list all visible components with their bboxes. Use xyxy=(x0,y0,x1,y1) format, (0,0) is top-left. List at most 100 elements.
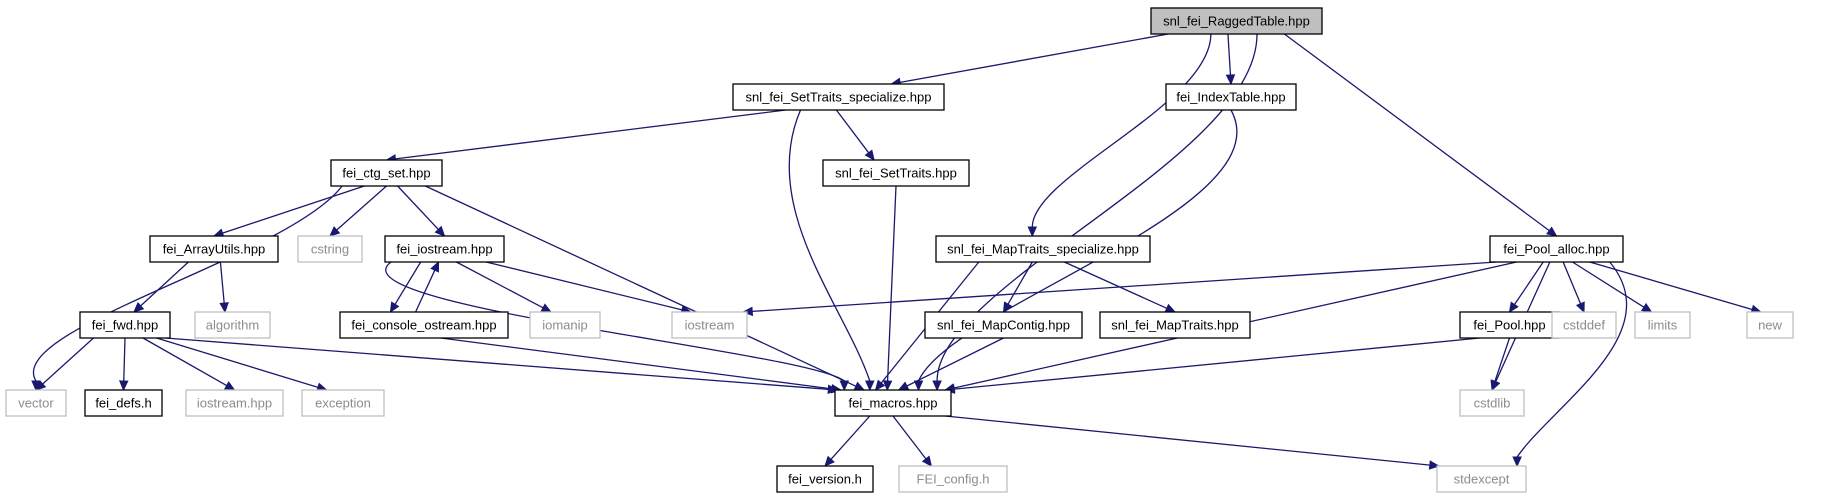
node-label: fei_macros.hpp xyxy=(849,395,938,410)
node-label: fei_console_ostream.hpp xyxy=(351,317,496,332)
node-settraits[interactable]: snl_fei_SetTraits.hpp xyxy=(822,159,970,187)
arrowhead xyxy=(540,303,553,313)
node-fei_iostream[interactable]: fei_iostream.hpp xyxy=(384,235,505,263)
arrowhead xyxy=(853,381,866,391)
node-label: fei_ctg_set.hpp xyxy=(342,165,430,180)
edge-line xyxy=(222,185,365,234)
edge-line xyxy=(397,185,439,230)
edge-fei_fwd-to-fei_defs xyxy=(119,337,129,392)
node-label: iomanip xyxy=(542,317,588,332)
node-box xyxy=(185,389,284,417)
node-label: cstring xyxy=(311,241,349,256)
edge-line xyxy=(1589,261,1753,311)
arrowhead xyxy=(1512,456,1522,468)
node-box xyxy=(898,465,1008,493)
node-iomanip: iomanip xyxy=(529,311,601,339)
node-iostream: iostream xyxy=(671,311,748,339)
edge-ctg_set-to-vector xyxy=(31,185,343,392)
node-fei_macros[interactable]: fei_macros.hpp xyxy=(834,389,952,417)
arrowhead xyxy=(1508,301,1519,314)
node-arrayutils[interactable]: fei_ArrayUtils.hpp xyxy=(149,235,279,263)
edge-settraits-to-fei_macros xyxy=(882,185,897,392)
node-box xyxy=(84,389,163,417)
node-exception: exception xyxy=(301,389,385,417)
node-vector: vector xyxy=(5,389,67,417)
edge-line xyxy=(835,109,870,154)
node-label: cstddef xyxy=(1563,317,1605,332)
node-new: new xyxy=(1746,311,1794,339)
node-box xyxy=(529,311,601,339)
node-label: iostream.hpp xyxy=(197,395,272,410)
node-fei_defs[interactable]: fei_defs.h xyxy=(84,389,163,417)
arrowhead xyxy=(1027,226,1038,238)
node-algorithm: algorithm xyxy=(194,311,271,339)
node-label: limits xyxy=(1648,317,1678,332)
edge-ragged-to-indextable xyxy=(1225,33,1236,86)
node-box xyxy=(924,311,1083,339)
edge-fei_iostream-to-iomanip xyxy=(456,261,553,313)
node-fei_fwd[interactable]: fei_fwd.hpp xyxy=(79,311,171,339)
node-cstring: cstring xyxy=(297,235,363,263)
node-maptraits_spec[interactable]: snl_fei_MapTraits_specialize.hpp xyxy=(935,235,1151,263)
node-label: vector xyxy=(18,395,54,410)
node-label: snl_fei_MapTraits.hpp xyxy=(1111,317,1238,332)
edge-line xyxy=(395,109,786,160)
arrowhead xyxy=(1428,460,1441,470)
node-box xyxy=(297,235,363,263)
arrowhead xyxy=(430,260,440,273)
node-label: fei_Pool.hpp xyxy=(1473,317,1545,332)
node-fei_pool[interactable]: fei_Pool.hpp xyxy=(1459,311,1560,339)
node-label: new xyxy=(1758,317,1782,332)
node-console_ostream[interactable]: fei_console_ostream.hpp xyxy=(339,311,509,339)
edge-line xyxy=(1227,33,1232,76)
node-label: fei_defs.h xyxy=(95,395,151,410)
node-label: fei_IndexTable.hpp xyxy=(1176,89,1285,104)
edge-line xyxy=(830,415,871,460)
node-box xyxy=(1489,235,1624,263)
edge-line xyxy=(425,185,857,387)
edge-line xyxy=(123,337,126,382)
edge-line xyxy=(415,269,436,313)
node-fei_version[interactable]: fei_version.h xyxy=(776,465,874,493)
edge-line xyxy=(752,261,1497,313)
edge-line xyxy=(32,185,343,382)
arrowhead xyxy=(133,302,145,313)
node-layer: snl_fei_RaggedTable.hpp snl_fei_SetTraits… xyxy=(5,7,1794,493)
edge-fei_pool-to-fei_macros xyxy=(943,337,1480,394)
edge-fei_pool-to-cstdlib xyxy=(1490,337,1511,392)
node-box xyxy=(1150,7,1323,35)
edge-fei_fwd-to-fei_macros xyxy=(165,337,839,395)
node-mapcontig[interactable]: snl_fei_MapContig.hpp xyxy=(924,311,1083,339)
node-settraits_spec[interactable]: snl_fei_SetTraits_specialize.hpp xyxy=(732,83,945,111)
edge-settraits_spec-to-settraits xyxy=(835,109,875,161)
node-ragged[interactable]: snl_fei_RaggedTable.hpp xyxy=(1150,7,1323,35)
node-box xyxy=(822,159,970,187)
node-box xyxy=(149,235,279,263)
node-label: fei_version.h xyxy=(788,471,862,486)
arrowhead xyxy=(329,226,341,237)
edge-line xyxy=(456,261,544,309)
edge-line xyxy=(1516,261,1628,458)
node-box xyxy=(1436,465,1527,493)
node-fei_config: FEI_config.h xyxy=(898,465,1008,493)
node-cstdlib: cstdlib xyxy=(1459,389,1525,417)
arrowhead xyxy=(882,380,893,392)
edge-settraits_spec-to-fei_macros xyxy=(788,109,875,392)
edge-line xyxy=(899,33,1169,84)
edge-ctg_set-to-cstring xyxy=(329,185,387,237)
edge-line xyxy=(1513,261,1544,305)
edge-console_ostream-to-fei_iostream xyxy=(415,260,440,313)
node-pool_alloc[interactable]: fei_Pool_alloc.hpp xyxy=(1489,235,1624,263)
node-box xyxy=(194,311,271,339)
edge-console_ostream-to-fei_macros xyxy=(440,337,843,394)
arrowhead xyxy=(223,381,236,391)
node-indextable[interactable]: fei_IndexTable.hpp xyxy=(1165,83,1297,111)
node-box xyxy=(1459,311,1560,339)
edge-fei_fwd-to-vector xyxy=(35,337,94,391)
edge-ctg_set-to-fei_macros xyxy=(425,185,866,391)
edge-fei_macros-to-stdexcept xyxy=(945,415,1441,470)
arrowhead xyxy=(864,149,875,161)
node-ctg_set[interactable]: fei_ctg_set.hpp xyxy=(330,159,443,187)
node-maptraits[interactable]: snl_fei_MapTraits.hpp xyxy=(1099,311,1251,339)
